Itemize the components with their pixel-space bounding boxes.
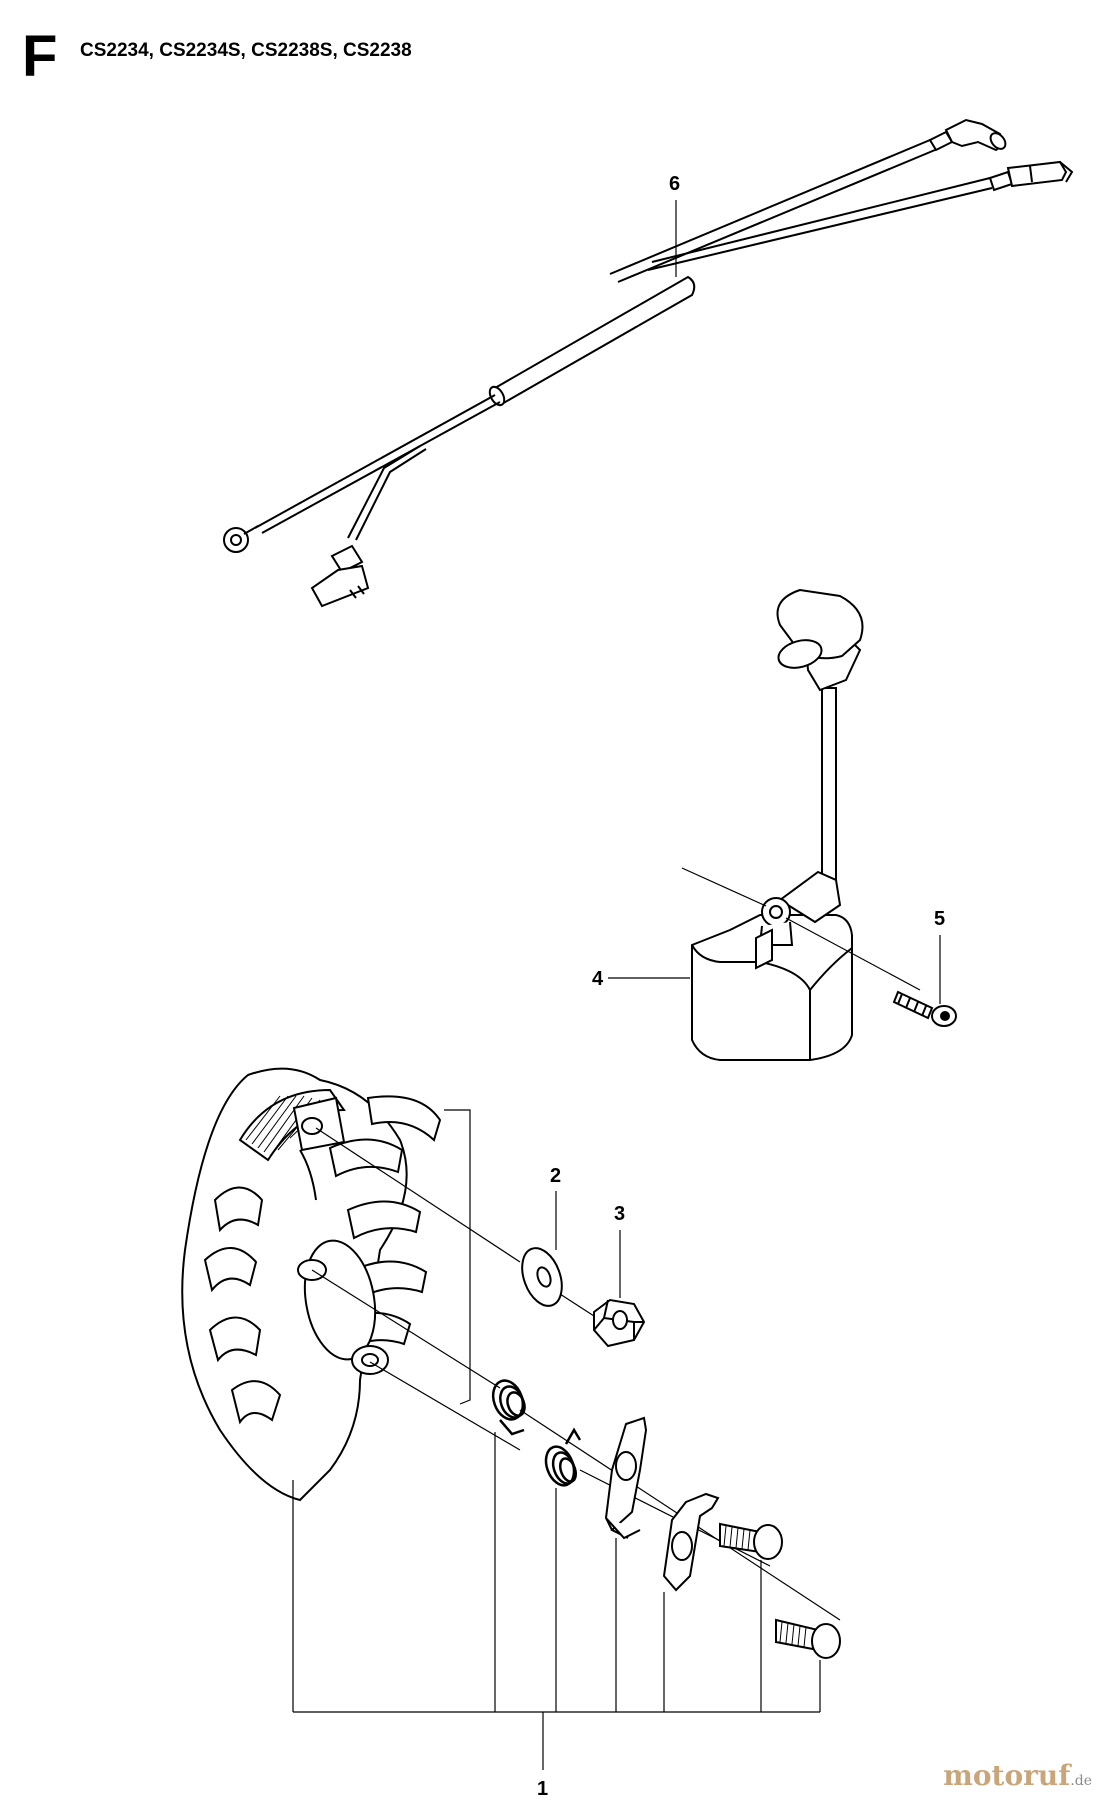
watermark-logo: motoruf.de xyxy=(943,1759,1092,1792)
callout-6: 6 xyxy=(669,173,680,195)
watermark-tld: .de xyxy=(1070,1773,1092,1789)
pawl-spring-2 xyxy=(544,1427,582,1487)
callout-3: 3 xyxy=(614,1203,625,1225)
pawl-2 xyxy=(662,1492,720,1592)
callout-4: 4 xyxy=(592,968,604,990)
nut xyxy=(593,1230,646,1348)
watermark-brand: motoruf xyxy=(943,1759,1071,1792)
wiring-harness xyxy=(223,118,1074,608)
callout-1: 1 xyxy=(537,1778,548,1800)
callout-1-bracket xyxy=(292,1432,821,1770)
flywheel xyxy=(181,1067,442,1502)
pivot-pin-1 xyxy=(719,1522,783,1560)
callout-5: 5 xyxy=(934,908,945,930)
model-list: CS2234, CS2234S, CS2238S, CS2238 xyxy=(80,40,412,61)
section-letter: F xyxy=(22,24,58,89)
pivot-pin-2 xyxy=(775,1618,841,1659)
screw xyxy=(892,935,957,1027)
pawl-1 xyxy=(604,1416,648,1540)
callout-2: 2 xyxy=(550,1165,561,1187)
pawl-spring-1 xyxy=(491,1379,526,1436)
ignition-coil xyxy=(608,588,921,1061)
washer xyxy=(521,1191,563,1307)
